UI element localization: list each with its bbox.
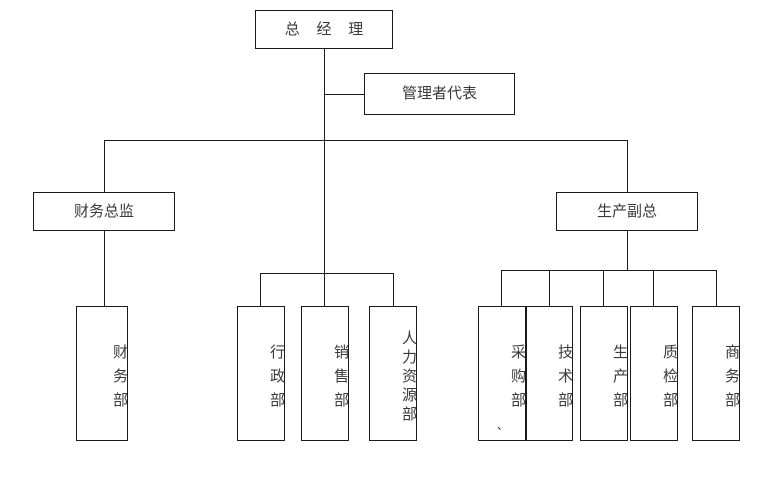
node-business-department[interactable]: 商务部 [692,306,741,441]
node-quality-inspection-department-label: 质检部 [661,343,679,416]
node-technology-department[interactable]: 技术部 [525,306,574,441]
node-finance-director[interactable]: 财务总监 [33,192,175,231]
node-administration-department[interactable]: 行政部 [237,306,286,441]
node-purchasing-department[interactable]: 采购部 [478,306,527,441]
node-sales-department-label: 销售部 [332,343,350,416]
node-production-vice-president[interactable]: 生产副总 [556,192,698,231]
connector-production-vp-stem [627,230,628,271]
connector-right-bus [501,270,716,271]
connector-right-drop-production [603,270,604,306]
connector-right-drop-technology [549,270,550,306]
node-quality-inspection-department[interactable]: 质检部 [630,306,679,441]
node-finance-director-label: 财务总监 [73,201,134,220]
node-technology-department-label: 技术部 [556,343,574,416]
node-production-department[interactable]: 生产部 [580,306,629,441]
stray-punctuation-mark: 、 [497,420,508,431]
connector-right-drop-purchasing [501,270,502,306]
node-administration-department-label: 行政部 [268,343,286,416]
node-business-department-label: 商务部 [723,343,741,416]
node-sales-department[interactable]: 销售部 [301,306,350,441]
node-production-department-label: 生产部 [611,343,629,416]
node-management-representative[interactable]: 管理者代表 [364,73,515,115]
connector-top-bus [104,140,628,141]
connector-bus-to-finance-director [104,140,105,192]
connector-finance-director-to-finance-dept [104,230,105,306]
connector-bus-to-production-vp [627,140,628,192]
node-management-representative-label: 管理者代表 [401,84,477,103]
node-human-resources-department-label: 人力资源部 [400,330,418,425]
node-general-manager-label: 总 经 理 [284,19,370,38]
node-general-manager[interactable]: 总 经 理 [255,10,393,49]
node-human-resources-department[interactable]: 人力资源部 [369,306,418,441]
connector-middle-drop-sales [324,273,325,306]
node-finance-department-label: 财务部 [111,343,129,416]
node-finance-department[interactable]: 财务部 [76,306,129,441]
connector-gm-to-management-rep [324,94,365,95]
connector-middle-drop-admin [260,273,261,306]
connector-right-drop-quality [653,270,654,306]
connector-middle-drop-hr [393,273,394,306]
node-production-vice-president-label: 生产副总 [596,201,657,220]
connector-right-drop-business [716,270,717,306]
connector-middle-bus [260,273,394,274]
node-purchasing-department-label: 采购部 [509,343,527,416]
connector-gm-main-stem [324,48,325,274]
